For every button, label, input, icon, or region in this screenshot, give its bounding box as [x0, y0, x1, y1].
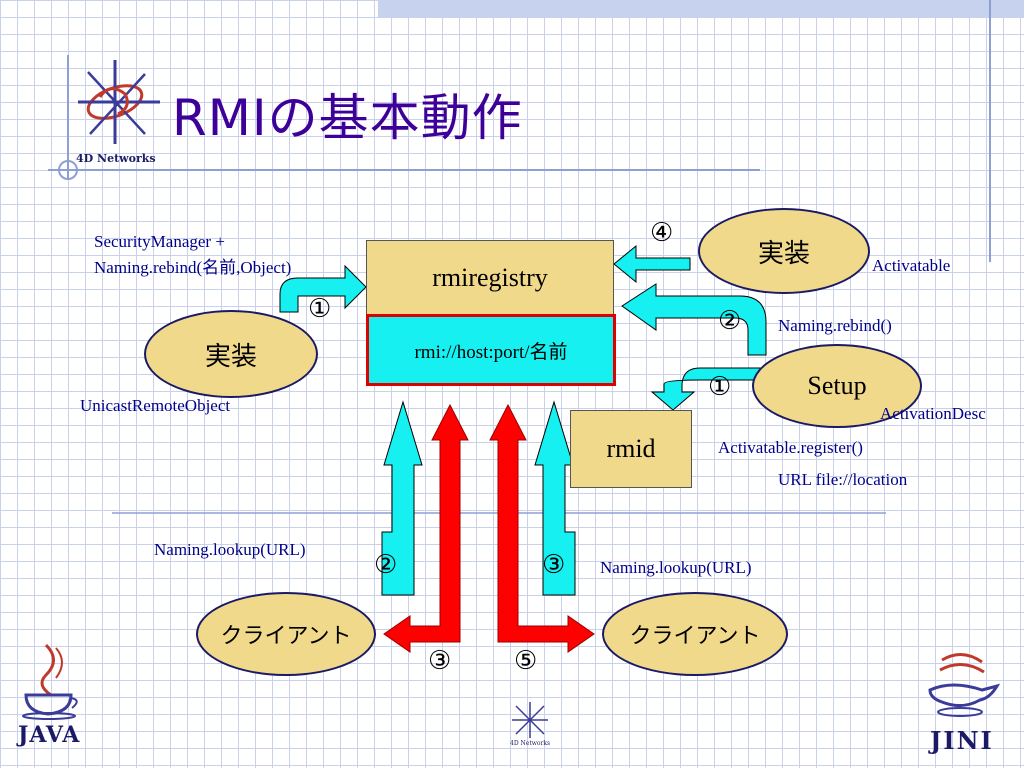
- 4d-networks-logo-icon: [78, 60, 160, 144]
- jini-logo-text: JINI: [930, 726, 994, 755]
- frame-crosshair: [58, 160, 78, 180]
- rmid-box: rmid: [570, 410, 692, 488]
- step-3-lookup: ③: [542, 550, 566, 580]
- arrow-lookup-right: [534, 400, 576, 596]
- footer-4d-logo-text: 4D Networks: [510, 740, 551, 747]
- impl-left-label: 実装: [204, 341, 257, 372]
- step-2-setup: ②: [718, 306, 742, 336]
- naming-lookup-left-note: Naming.lookup(URL): [154, 540, 306, 559]
- setup-label: Setup: [807, 371, 867, 400]
- arrow-rebind-left: [279, 264, 367, 313]
- activation-desc-note: ActivationDesc: [880, 404, 986, 423]
- step-4: ④: [650, 218, 674, 248]
- jini-lamp-icon: [928, 653, 1001, 717]
- footer-4d-logo-icon: [512, 702, 548, 738]
- arrow-call-right: [489, 403, 595, 653]
- registry-url-label: rmi://host:port/名前: [414, 341, 568, 363]
- 4d-networks-logo-text: 4D Networks: [76, 152, 156, 165]
- setup-ellipse: Setup: [752, 344, 922, 428]
- arrow-call-left: [383, 403, 469, 653]
- url-file-location-note: URL file://location: [778, 470, 908, 489]
- step-1-left: ①: [308, 294, 332, 324]
- unicast-remote-object-note: UnicastRemoteObject: [80, 396, 231, 415]
- arrow-activatable-register: [613, 244, 691, 284]
- security-manager-note: SecurityManager +: [94, 232, 225, 251]
- step-5-call: ⑤: [514, 646, 538, 676]
- step-1-setup: ①: [708, 372, 732, 402]
- impl-right-ellipse: 実装: [698, 208, 870, 294]
- slide-title: RMIの基本動作: [172, 89, 523, 147]
- activatable-note: Activatable: [872, 256, 951, 275]
- naming-rebind-note: Naming.rebind(): [778, 316, 892, 335]
- step-2-client: ②: [374, 550, 398, 580]
- client-right-ellipse: クライアント: [602, 592, 788, 676]
- rmiregistry-label: rmiregistry: [432, 263, 548, 292]
- arrow-lookup-left: [381, 400, 423, 596]
- client-left-label: クライアント: [220, 624, 352, 649]
- impl-left-ellipse: 実装: [144, 310, 318, 398]
- arrow-rebind-setup: [621, 283, 767, 356]
- step-3-call: ③: [428, 646, 452, 676]
- registry-url-box: rmi://host:port/名前: [366, 314, 616, 386]
- activatable-register-note: Activatable.register(): [718, 438, 863, 457]
- client-right-label: クライアント: [629, 624, 761, 649]
- java-cup-icon: [22, 643, 78, 720]
- arrow-register-rmid: [650, 367, 761, 411]
- client-left-ellipse: クライアント: [196, 592, 376, 676]
- rmiregistry-box: rmiregistry: [366, 240, 614, 316]
- top-bar: [378, 0, 1024, 17]
- naming-lookup-right-note: Naming.lookup(URL): [600, 558, 752, 577]
- naming-rebind-object-note: Naming.rebind(名前,Object): [94, 258, 292, 277]
- rmid-label: rmid: [606, 434, 656, 463]
- impl-right-label: 実装: [757, 238, 810, 269]
- java-logo-text: JAVA: [18, 722, 81, 748]
